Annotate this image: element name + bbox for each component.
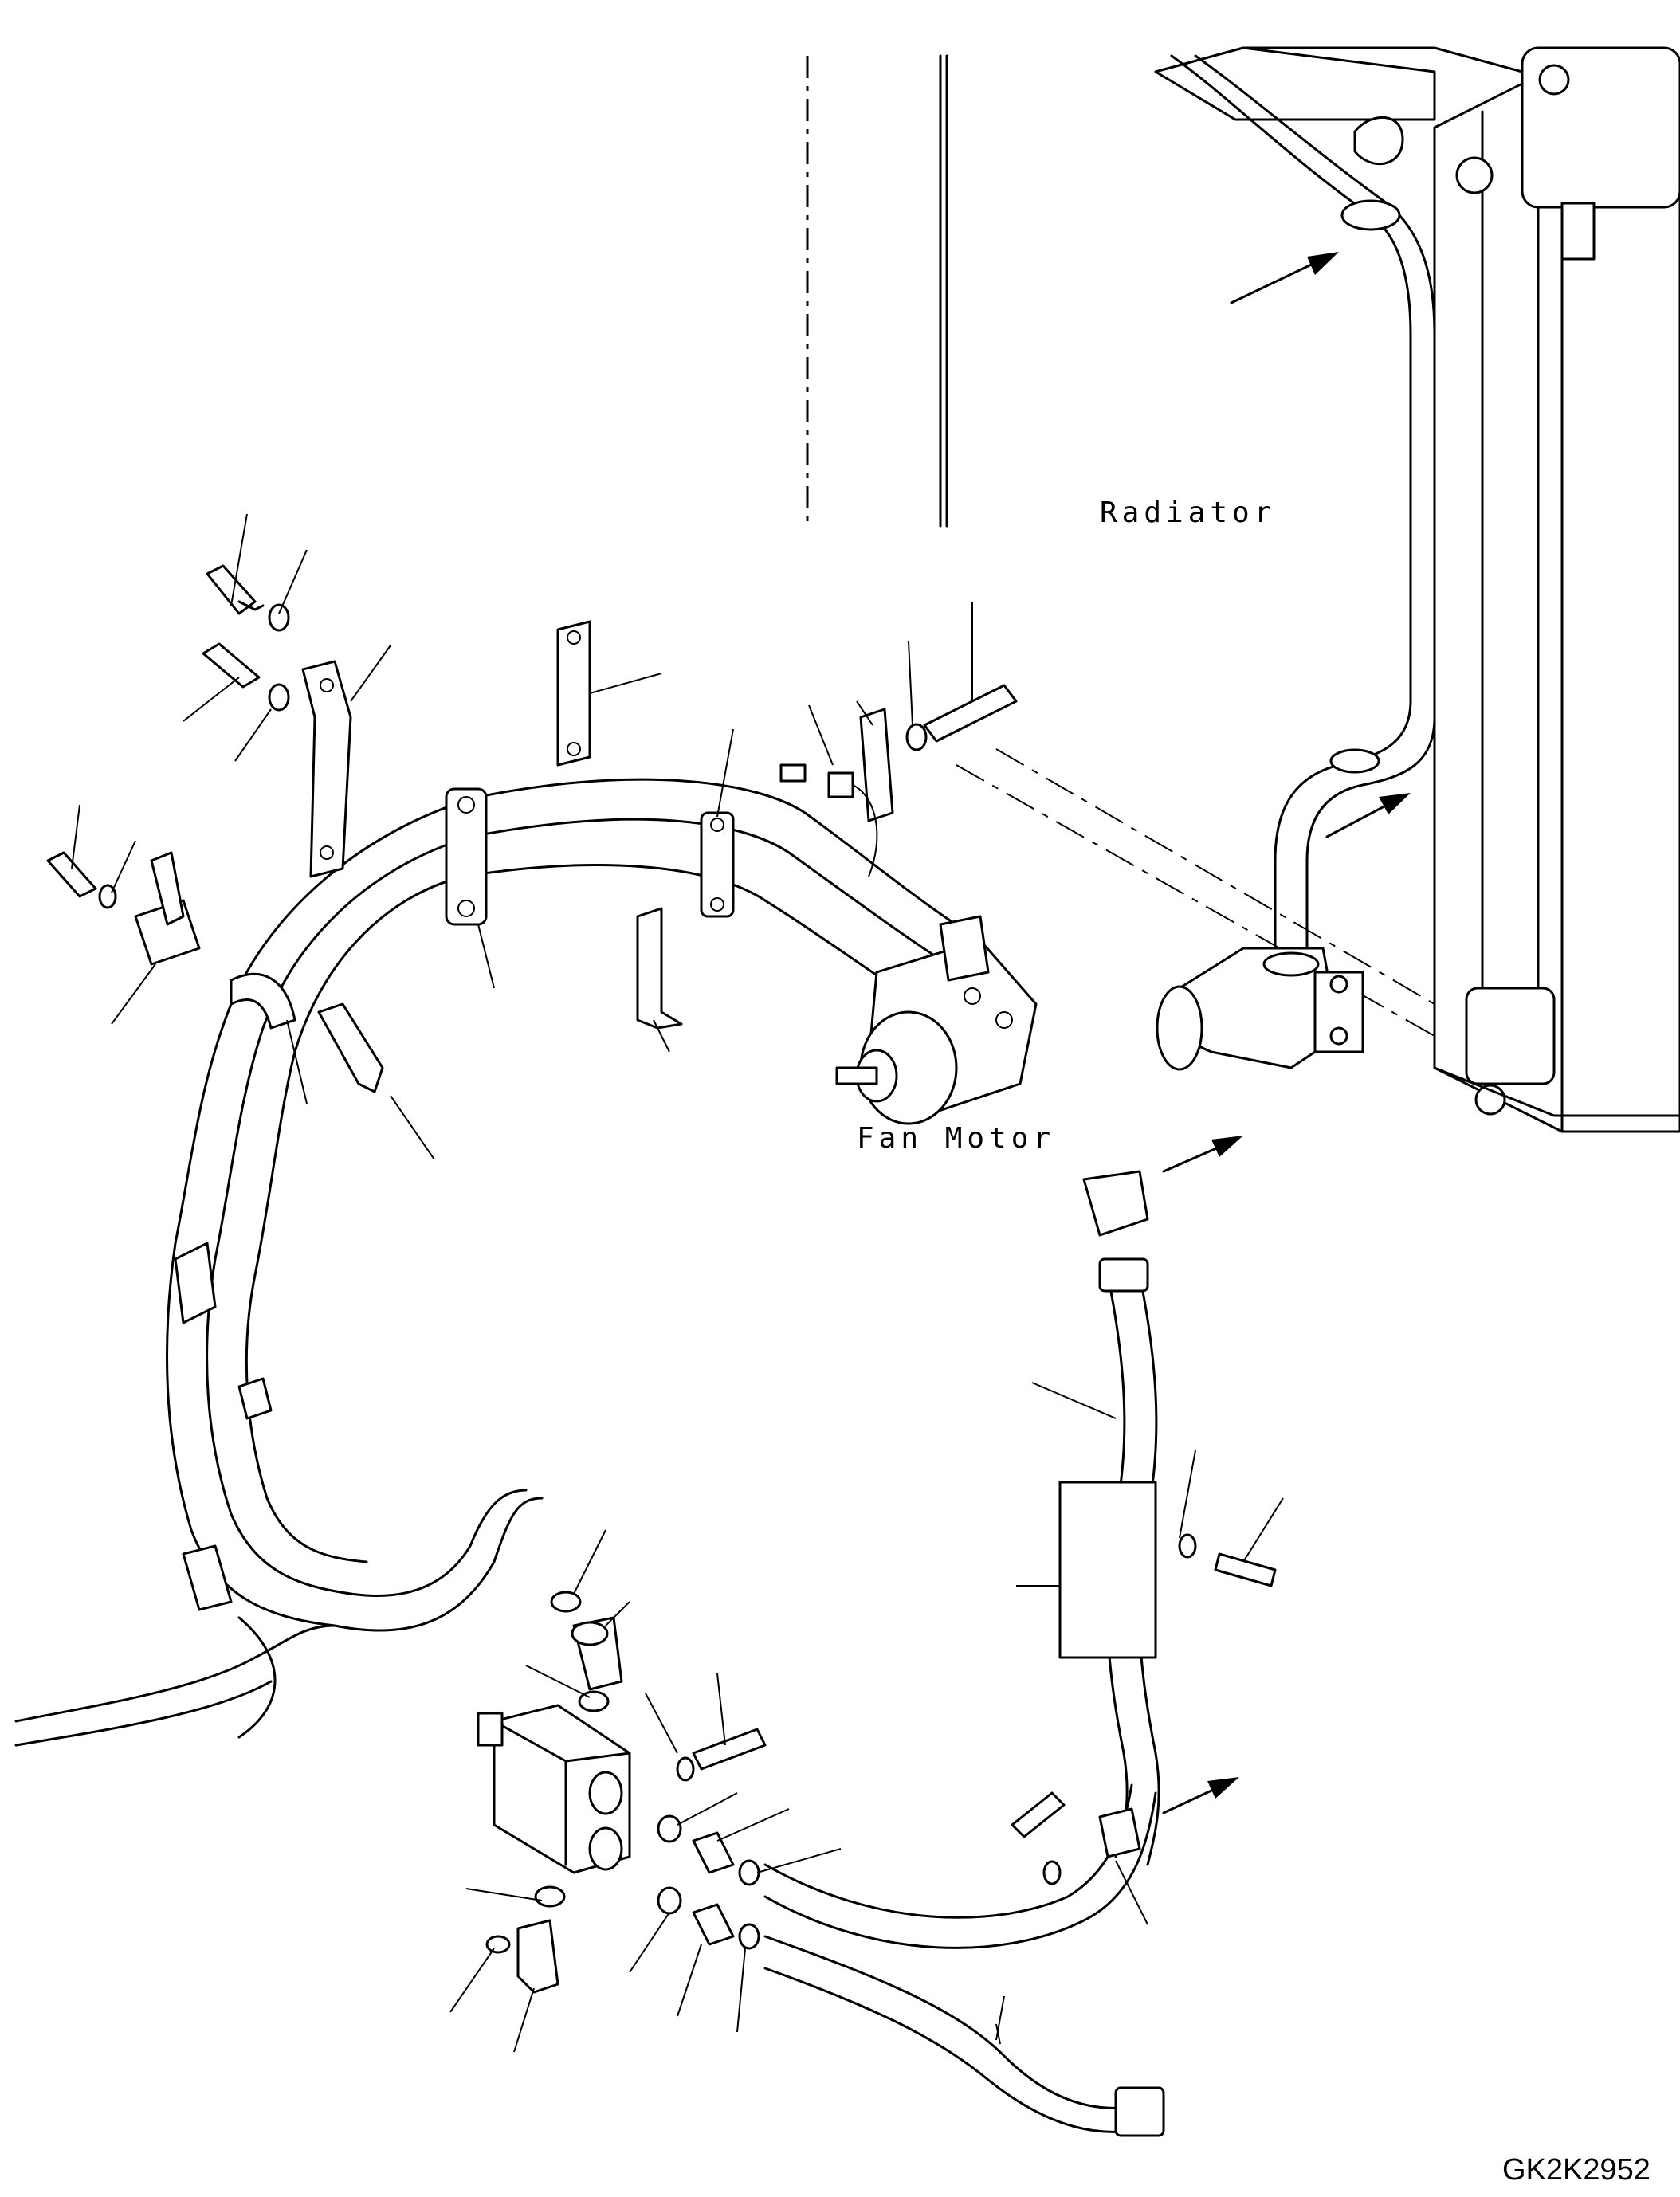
washer-return: [1178, 1533, 1197, 1559]
washer-return-lower: [1042, 1860, 1062, 1885]
o-ring-6: [657, 1886, 682, 1915]
adapter-fitting: [692, 1831, 735, 1946]
radiator-assembly: [956, 46, 1680, 1133]
support-plate-lower: [636, 907, 683, 1030]
fitting-elbow-upper: [571, 1616, 623, 1691]
flow-arrow-radiator-in: [1230, 252, 1339, 304]
bolt-fan-motor: [923, 684, 1018, 743]
washer-valve: [676, 1756, 695, 1782]
bolt-2: [202, 642, 261, 689]
radiator-hose: [1156, 54, 1436, 1071]
clamp-bracket-angled: [317, 1002, 384, 1093]
flow-arrow-radiator-out: [1325, 793, 1411, 838]
clamp-strap: [230, 972, 296, 1030]
o-ring-5: [657, 1814, 682, 1843]
o-ring-1: [550, 1591, 582, 1613]
bolt-valve: [692, 1728, 767, 1771]
fan-motor-label: Fan Motor: [857, 1122, 1055, 1155]
flow-arrow-return: [1162, 1777, 1239, 1814]
support-plate: [556, 620, 591, 767]
clamp-block-large: [445, 787, 488, 926]
phantom-guide-lines: [806, 54, 948, 528]
fan-motor-bracket: [859, 708, 894, 822]
bolt-left: [46, 851, 97, 898]
o-ring-7: [738, 1859, 760, 1886]
return-hose: [1058, 1170, 1160, 1866]
valve-block: [477, 1704, 631, 1874]
flow-arrow-fan-motor: [1162, 1136, 1243, 1173]
clamp-block-small: [700, 811, 735, 918]
fan-motor: [835, 915, 1038, 1125]
o-ring-3: [534, 1885, 566, 1908]
o-ring-4: [485, 1935, 511, 1954]
washer-1: [268, 603, 290, 632]
clamp-bracket-upper: [301, 660, 352, 878]
fitting-elbow-lower: [516, 1919, 559, 1994]
drawing-code: GK2K2952: [1502, 2153, 1651, 2187]
leader-lines: [71, 513, 1284, 2053]
clamp-left: [134, 851, 201, 966]
washer-2: [268, 683, 290, 712]
bracket-side: [174, 1242, 273, 1611]
bolt-return: [1011, 1552, 1277, 1838]
bolt-1: [206, 564, 265, 615]
radiator-label: Radiator: [1100, 496, 1276, 529]
o-ring-8: [738, 1923, 760, 1950]
sensor-connector: [779, 763, 878, 877]
washer-fan-motor: [905, 723, 928, 751]
